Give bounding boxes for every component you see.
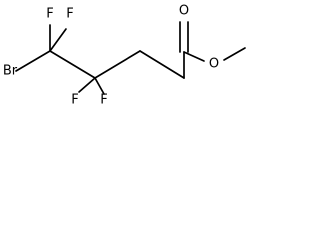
atom-oxygen-ester: O	[209, 57, 219, 72]
atom-fluorine-3: F	[71, 93, 78, 108]
bond-c4-f4	[94, 77, 105, 95]
bond-c1-o-ester	[183, 51, 205, 62]
bond-c5-c4	[49, 50, 96, 79]
atom-fluorine-4: F	[100, 93, 107, 108]
bond-c4-f3	[78, 77, 96, 93]
bond-o-methyl	[223, 47, 246, 61]
structural-formula: Br F F F F O O	[3, 4, 246, 108]
atom-oxygen-carbonyl: O	[179, 4, 189, 19]
bond-br-c5	[15, 50, 51, 72]
atom-fluorine-1: F	[46, 7, 53, 22]
bond-c5-f2	[49, 28, 67, 52]
atom-fluorine-2: F	[66, 7, 73, 22]
bond-c3-c2	[139, 50, 185, 79]
atom-bromine: Br	[3, 64, 18, 79]
bond-c4-c3	[94, 50, 141, 79]
